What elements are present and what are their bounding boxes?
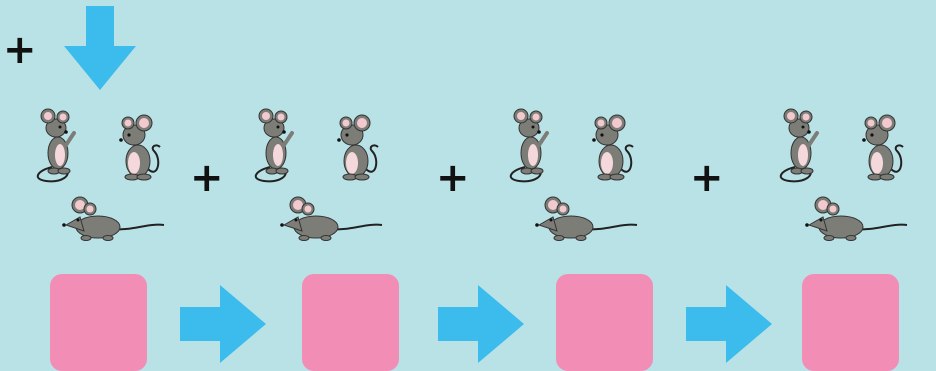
mouse-icon — [62, 197, 164, 241]
arrow-right-icon — [438, 285, 524, 363]
mouse-icon — [535, 197, 637, 241]
mouse-icon — [511, 109, 547, 181]
mouse-group-1 — [32, 105, 182, 255]
mouse-icon — [280, 197, 382, 241]
mouse-icon — [38, 109, 74, 181]
answer-box-1[interactable] — [50, 274, 147, 371]
arrow-right-icon — [180, 285, 266, 363]
answer-box-4[interactable] — [802, 274, 899, 371]
mouse-icon — [781, 109, 817, 181]
mouse-group-4 — [775, 105, 925, 255]
arrow-right-icon — [686, 285, 772, 363]
answer-box-2[interactable] — [302, 274, 399, 371]
arrow-down-icon — [64, 6, 136, 90]
mouse-icon — [256, 109, 292, 181]
answer-box-3[interactable] — [556, 274, 653, 371]
mouse-icon — [337, 115, 378, 180]
mouse-icon — [805, 197, 907, 241]
plus-sign: + — [690, 158, 724, 198]
mouse-icon — [592, 115, 633, 180]
mouse-icon — [862, 115, 903, 180]
mouse-group-3 — [505, 105, 655, 255]
plus-sign: + — [436, 158, 470, 198]
plus-sign: + — [190, 158, 224, 198]
plus-sign: + — [3, 30, 37, 70]
mouse-group-2 — [250, 105, 400, 255]
mouse-icon — [119, 115, 160, 180]
